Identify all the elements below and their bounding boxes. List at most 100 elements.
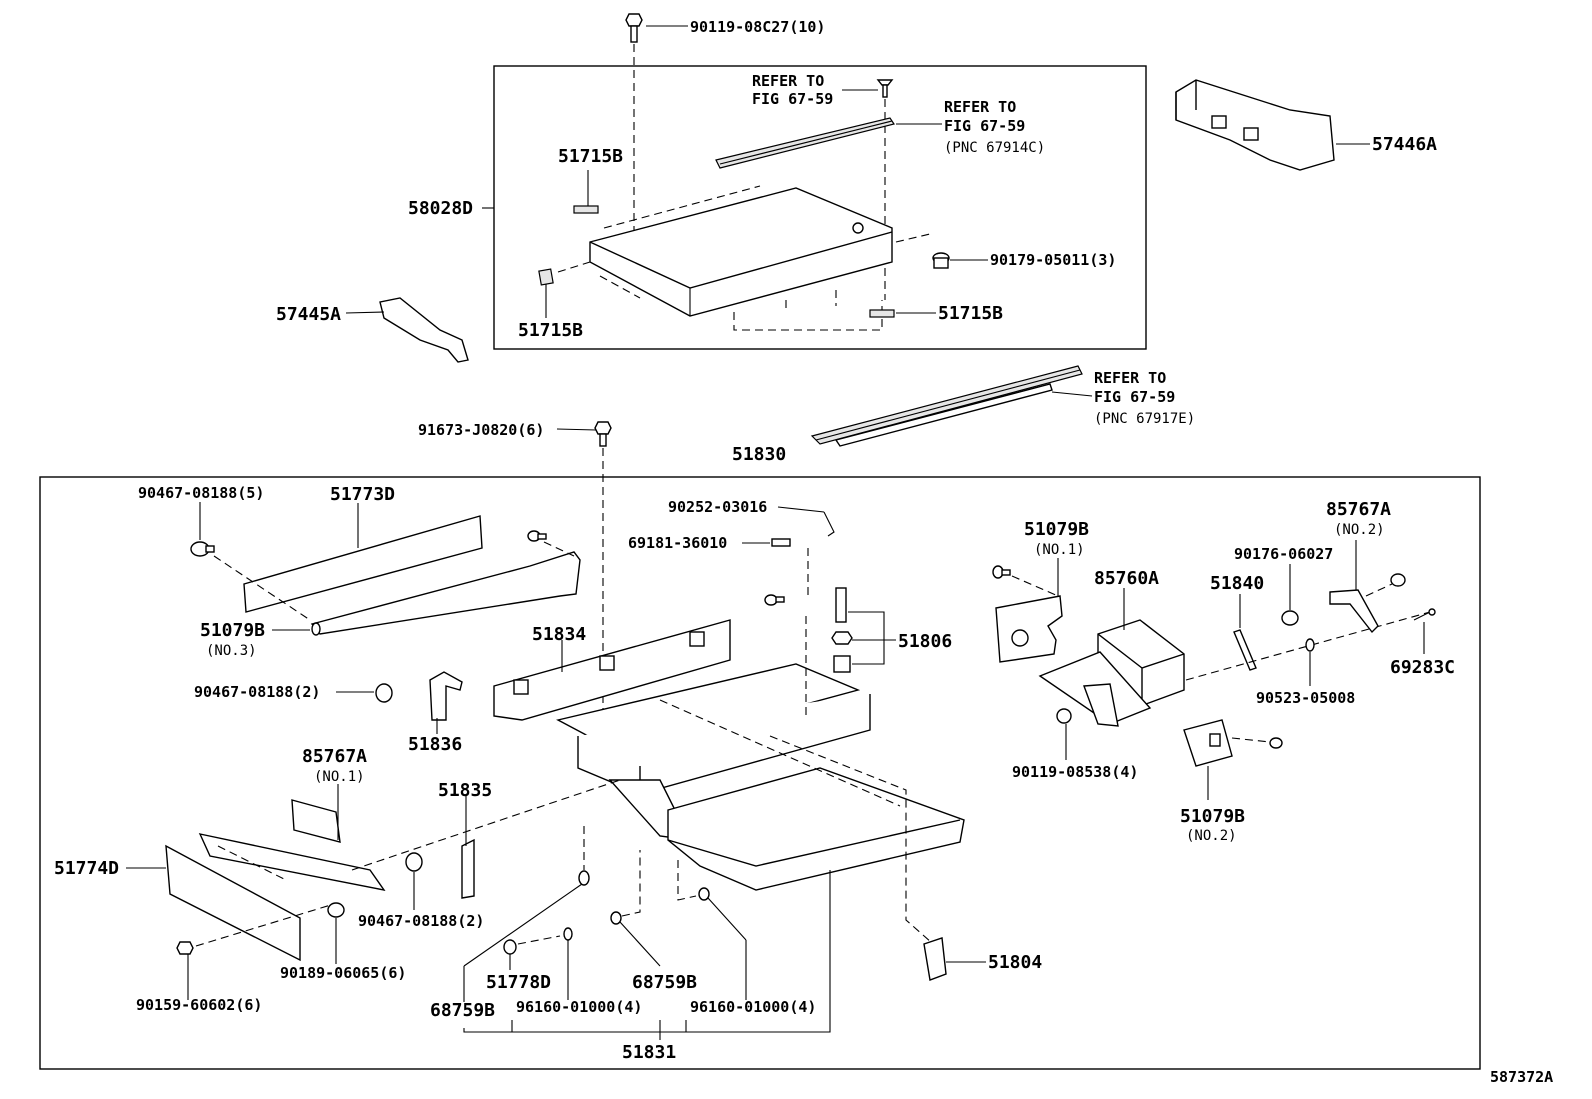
label-57446A: 57446A (1372, 134, 1437, 155)
clip-51715B-c (869, 309, 895, 318)
label-51715B-right: 51715B (938, 303, 1003, 324)
label-90176-06027: 90176-06027 (1234, 545, 1333, 563)
label-51831: 51831 (622, 1042, 676, 1063)
bolt-91673 (594, 421, 612, 447)
label-51715B-top: 51715B (558, 146, 623, 167)
label-90119-08C27: 90119-08C27(10) (690, 18, 825, 36)
label-no3: (NO.3) (206, 643, 257, 659)
bracket-51804 (923, 937, 947, 981)
label-68759B-left: 68759B (430, 1000, 495, 1021)
clip-51715B-a (573, 205, 599, 214)
grommet-90179 (932, 252, 950, 269)
label-51840: 51840 (1210, 573, 1264, 594)
label-68759B-right: 68759B (632, 972, 697, 993)
rail-strip-upper (715, 117, 895, 169)
label-51079B-no1: 51079B (1024, 519, 1089, 540)
pin-69181 (771, 538, 791, 547)
label-no2: (NO.2) (1334, 522, 1385, 538)
label-90467-08188-2-b: 90467-08188(2) (358, 912, 484, 930)
label-69283C: 69283C (1390, 657, 1455, 678)
label-51079B-no3: 51079B (200, 620, 265, 641)
wire-90252 (823, 511, 835, 537)
lower-group-frame (39, 476, 1481, 1070)
label-51806: 51806 (898, 631, 952, 652)
label-51778D: 51778D (486, 972, 551, 993)
nut-90189 (327, 902, 345, 918)
label-refer-to-1: REFER TO (752, 72, 824, 90)
label-51715B-bottom: 51715B (518, 320, 583, 341)
label-51835: 51835 (438, 780, 492, 801)
label-51830: 51830 (732, 444, 786, 465)
label-90189-06065: 90189-06065(6) (280, 964, 406, 982)
bracket-51835 (461, 838, 475, 899)
label-90252-03016: 90252-03016 (668, 498, 767, 516)
bolt-90159 (176, 941, 194, 955)
label-pnc-67914C: (PNC 67914C) (944, 140, 1045, 156)
plate-51773D (243, 515, 483, 613)
bolt-51079B-no1 (992, 565, 1011, 579)
bracket-51836 (429, 671, 463, 721)
label-no1-right: (NO.1) (1034, 542, 1085, 558)
label-51834: 51834 (532, 624, 586, 645)
label-85767A-no1: 85767A (302, 746, 367, 767)
label-51773D: 51773D (330, 484, 395, 505)
washer-90523 (1305, 638, 1315, 652)
pin-69283C (1413, 608, 1436, 621)
leader-lines (126, 25, 1425, 1040)
panel-58028D (589, 187, 893, 317)
label-57445A: 57445A (276, 304, 341, 325)
label-85767A-no2: 85767A (1326, 499, 1391, 520)
clip-51715B-b (538, 268, 554, 286)
label-refer-to-2: REFER TO (944, 98, 1016, 116)
label-91673-J0820: 91673-J0820(6) (418, 421, 544, 439)
label-69181-36010: 69181-36010 (628, 534, 727, 552)
label-refer-to-3: REFER TO (1094, 369, 1166, 387)
washers-lower (503, 870, 710, 955)
bar-51079B-no3 (310, 551, 581, 636)
step-plate-51831 (667, 767, 965, 891)
bolt-mid (764, 594, 785, 606)
upper-labels: 90119-08C27(10) REFER TO FIG 67-59 REFER… (276, 18, 1437, 341)
label-51774D: 51774D (54, 858, 119, 879)
label-51079B-no2: 51079B (1180, 806, 1245, 827)
bolt-85767A-no2 (1390, 573, 1406, 587)
bracket-57446A (1175, 79, 1335, 171)
label-58028D: 58028D (408, 198, 473, 219)
parts-51806 (831, 587, 853, 673)
label-90159-60602: 90159-60602(6) (136, 996, 262, 1014)
rail-labels: REFER TO FIG 67-59 (PNC 67917E) 91673-J0… (418, 369, 1195, 465)
label-90467-08188-2-a: 90467-08188(2) (194, 683, 320, 701)
bolt-90119-08538 (1056, 708, 1072, 724)
label-90467-08188-5: 90467-08188(5) (138, 484, 264, 502)
mechanism-85760A (1038, 619, 1185, 727)
bracket-85767A-no2 (1329, 589, 1379, 634)
label-pnc-67917E: (PNC 67917E) (1094, 411, 1195, 427)
bolt-left-top (190, 541, 215, 557)
label-fig-67-59-1: FIG 67-59 (752, 90, 833, 108)
plate-51079B-no1 (995, 595, 1063, 663)
label-85760A: 85760A (1094, 568, 1159, 589)
bracket-57445A (379, 297, 469, 363)
bolt-51079B-no2 (1269, 737, 1283, 749)
label-90179-05011: 90179-05011(3) (990, 251, 1116, 269)
lower-labels: 90467-08188(5) 51773D 51079B (NO.3) 9025… (54, 484, 1455, 1063)
bracket-85767A-no1 (198, 799, 386, 892)
bracket-51079B-no2 (1183, 719, 1233, 767)
screw-top (876, 79, 894, 98)
label-90523-05008: 90523-05008 (1256, 689, 1355, 707)
label-no1: (NO.1) (314, 769, 365, 785)
label-96160-01000-b: 96160-01000(4) (690, 998, 816, 1016)
label-fig-67-59-3: FIG 67-59 (1094, 388, 1175, 406)
label-51836: 51836 (408, 734, 462, 755)
nut-90176 (1281, 610, 1299, 626)
label-96160-01000-a: 96160-01000(4) (516, 998, 642, 1016)
bolt-90119-08C27 (625, 13, 643, 43)
bolt-right-top (527, 530, 547, 542)
clip-90467-low (405, 852, 423, 872)
label-no2-right: (NO.2) (1186, 828, 1237, 844)
label-fig-67-59-2: FIG 67-59 (944, 117, 1025, 135)
rod-51840 (1233, 629, 1257, 671)
plate-51774D (165, 844, 301, 962)
clip-90467-mid (375, 683, 393, 703)
